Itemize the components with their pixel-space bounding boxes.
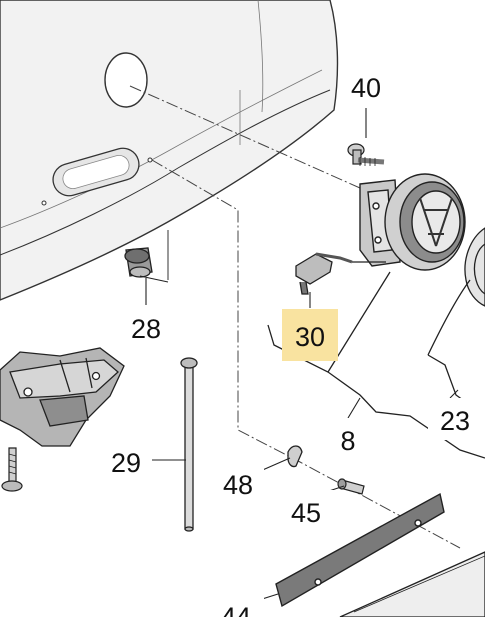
part-44-strip: [275, 492, 445, 608]
callout-44: 44: [210, 596, 264, 617]
callouts: 40 28 30 29 8 23 48 45: [100, 64, 482, 617]
tailgate-panel: [0, 0, 339, 301]
bumper-edge: [339, 551, 485, 617]
latch-assembly: [0, 347, 125, 447]
part-40-bolt: [347, 143, 385, 166]
part-48-clip: [287, 445, 303, 468]
callout-40-text: 40: [351, 73, 381, 103]
callout-48-text: 48: [223, 470, 253, 500]
part-30-connector: [295, 252, 386, 295]
callout-45-text: 45: [291, 498, 321, 528]
part-28-grommet: [124, 247, 153, 278]
callout-23: 23: [428, 398, 482, 440]
callout-23-text: 23: [440, 406, 470, 436]
camera-housing: [359, 173, 466, 271]
callout-28-text: 28: [131, 314, 161, 344]
callout-30-text: 30: [295, 322, 325, 352]
latch-screw: [1, 447, 23, 492]
part-29-rod: [180, 357, 198, 532]
callout-44-text: 44: [221, 602, 251, 617]
callout-8-text: 8: [340, 426, 355, 456]
callout-8: 8: [330, 418, 366, 460]
callout-28: 28: [118, 306, 174, 348]
callout-45: 45: [278, 490, 334, 532]
callout-30: 30: [282, 309, 338, 361]
callout-48: 48: [212, 462, 264, 504]
handle-recess: [52, 147, 140, 197]
emblem-recess: [104, 52, 148, 108]
callout-29: 29: [100, 440, 152, 482]
callout-29-text: 29: [111, 448, 141, 478]
part-23-outline: [464, 227, 485, 307]
callout-40: 40: [340, 64, 392, 106]
